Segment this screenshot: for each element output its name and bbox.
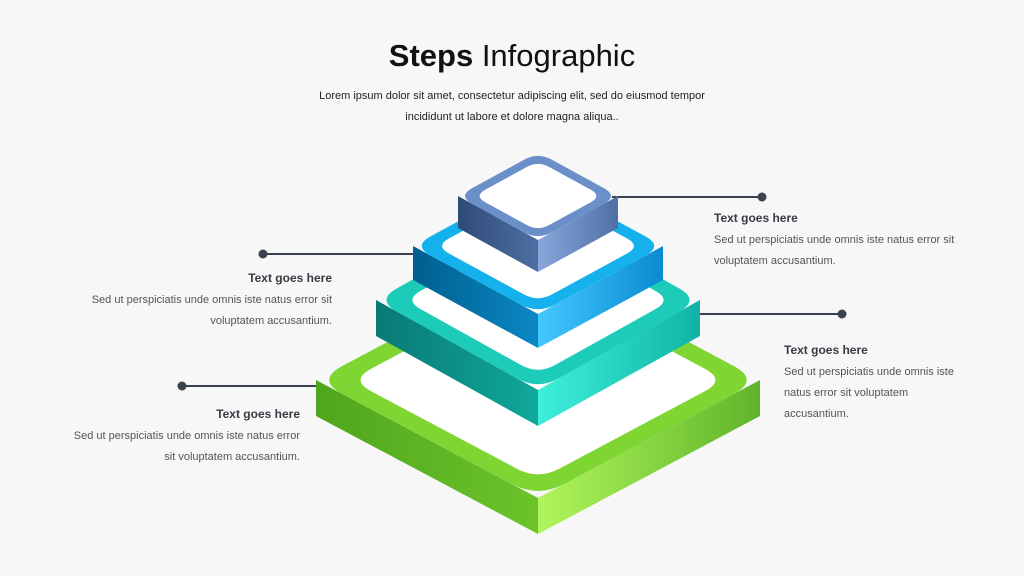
step-2-heading: Text goes here — [248, 271, 332, 285]
connector-step-4 — [177, 381, 322, 391]
step-1-body: Sed ut perspiciatis unde omnis iste natu… — [714, 234, 955, 267]
step-4-heading: Text goes here — [216, 407, 300, 421]
page-subtitle: Lorem ipsum dolor sit amet, consectetur … — [319, 90, 705, 123]
connector-step-3 — [695, 309, 847, 319]
step-2-body: Sed ut perspiciatis unde omnis iste natu… — [91, 294, 332, 327]
title-bold: Steps — [388, 38, 474, 73]
tier-right-face — [538, 196, 618, 272]
step-1-heading: Text goes here — [714, 211, 798, 225]
page-title: Steps Infographic — [0, 38, 1024, 74]
connector-dot-icon — [177, 381, 187, 391]
tier-right-face — [538, 246, 663, 348]
tier-inner-panel — [479, 163, 597, 229]
step-3-label: Text goes here Sed ut perspiciatis unde … — [784, 340, 974, 425]
connector-dot-icon — [837, 309, 847, 319]
pyramid-tier-step-1 — [458, 155, 618, 272]
title-rest: Infographic — [473, 38, 636, 73]
tier-left-face — [376, 300, 538, 426]
connector-dot-icon — [258, 249, 268, 259]
tier-left-face — [413, 246, 538, 348]
connector-dot-icon — [757, 192, 767, 202]
step-1-label: Text goes here Sed ut perspiciatis unde … — [714, 208, 984, 272]
tier-right-face — [538, 300, 700, 426]
step-4-body: Sed ut perspiciatis unde omnis iste natu… — [73, 430, 300, 463]
connector-step-2 — [258, 249, 420, 259]
step-3-body: Sed ut perspiciatis unde omnis iste natu… — [784, 366, 954, 420]
step-2-label: Text goes here Sed ut perspiciatis unde … — [62, 268, 332, 332]
tier-left-face — [316, 380, 538, 534]
tier-left-face — [458, 196, 538, 272]
pyramid-tiers — [316, 155, 760, 534]
step-4-label: Text goes here Sed ut perspiciatis unde … — [72, 404, 300, 468]
step-3-heading: Text goes here — [784, 343, 868, 357]
tier-right-face — [538, 380, 760, 534]
connector-step-1 — [612, 192, 767, 202]
